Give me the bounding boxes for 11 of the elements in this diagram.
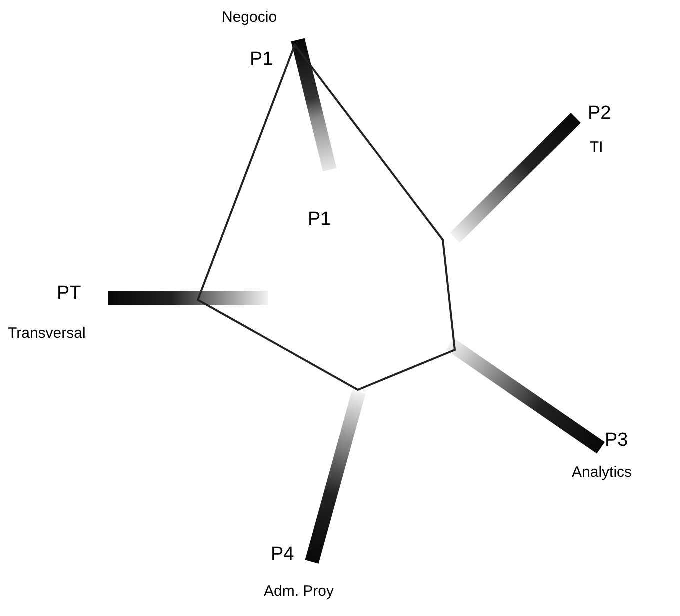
axis-label: TI xyxy=(590,140,604,155)
axis-label: P2 xyxy=(588,104,612,123)
axis-label: P4 xyxy=(271,545,294,564)
axis-label: Transversal xyxy=(8,326,86,341)
pentagon-label: P1 xyxy=(308,210,332,229)
axis-label: P1 xyxy=(250,50,274,69)
axis-label: Analytics xyxy=(572,465,632,480)
axis-label: PT xyxy=(57,284,82,303)
axis-label: Negocio xyxy=(222,10,278,25)
axis-label: P3 xyxy=(605,431,628,450)
axis-label: Adm. Proy xyxy=(264,584,334,599)
